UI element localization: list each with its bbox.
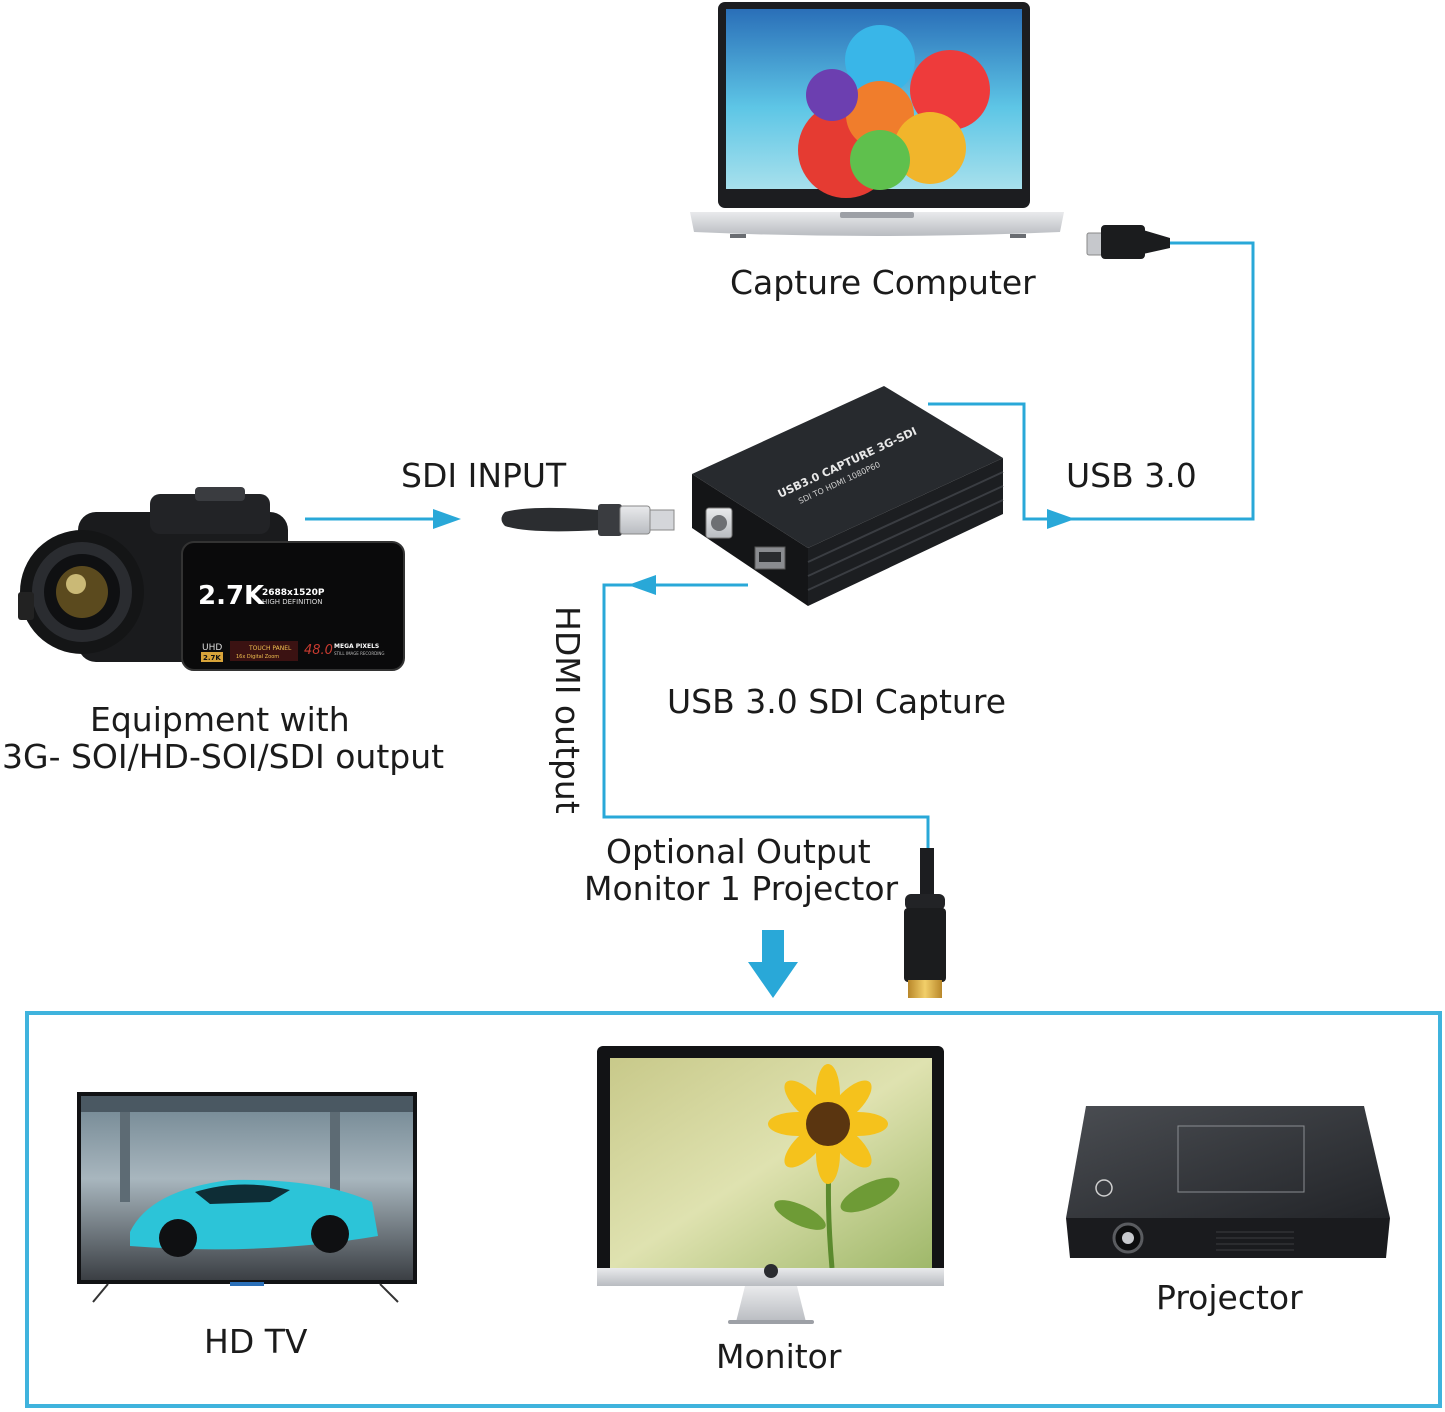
equipment-label-line2: 3G- SOI/HD-SOI/SDI output (2, 737, 445, 776)
laptop-image (690, 2, 1064, 238)
arrow-icon (433, 509, 461, 529)
cam-panel: TOUCH PANEL (248, 645, 292, 652)
cam-res-small: 2688x1520P (262, 588, 325, 598)
usb-plug-image (1086, 225, 1170, 259)
arrowheads (433, 509, 1075, 595)
down-arrow-icon (748, 930, 798, 998)
arrow-icon (1047, 509, 1075, 529)
optional-output-line2: Monitor 1 Projector (584, 869, 899, 908)
cam-uhd-sub: 2.7K (203, 654, 221, 662)
output-devices-frame (25, 1011, 1442, 1408)
capture-computer-label: Capture Computer (730, 263, 1036, 302)
cam-still: STILL IMAGE RECORDING (334, 651, 384, 656)
hdmi-cable-image (904, 848, 946, 998)
usb30-label: USB 3.0 (1066, 456, 1197, 495)
projector-label: Projector (1156, 1278, 1303, 1317)
dlp-logo-icon (1095, 1179, 1113, 1197)
apple-logo-icon (764, 1264, 778, 1278)
sdi-input-label: SDI INPUT (401, 456, 567, 495)
arrow-icon (628, 575, 656, 595)
projector-image (1066, 1106, 1390, 1258)
optional-output-line1: Optional Output (606, 832, 871, 871)
hdmi-output-label: HDMI output (548, 606, 587, 814)
bnc-cable-image (501, 504, 675, 536)
usb-line-upper (1070, 241, 1255, 521)
monitor-image (597, 1046, 944, 1324)
usb-line-lower (928, 402, 1068, 521)
cam-mp: 48.0 (304, 643, 333, 658)
cam-res-big: 2.7K (198, 581, 265, 611)
usb-sdi-capture-label: USB 3.0 SDI Capture (667, 682, 1006, 721)
capture-device-image: USB3.0 CAPTURE 3G-SDI SDI TO HDMI 1080P6… (692, 386, 1004, 606)
monitor-label: Monitor (716, 1337, 842, 1376)
cam-uhd: UHD (202, 643, 222, 653)
camcorder-image: 2.7K 2688x1520P HIGH DEFINITION UHD 2.7K… (18, 487, 405, 671)
hd-tv-label: HD TV (204, 1322, 308, 1361)
cam-mega: MEGA PIXELS (334, 643, 379, 650)
hd-tv-image (77, 1092, 417, 1303)
cam-hd-text: HIGH DEFINITION (262, 598, 323, 606)
equipment-label-line1: Equipment with (90, 700, 350, 739)
cam-zoom: 16x Digital Zoom (236, 654, 279, 660)
